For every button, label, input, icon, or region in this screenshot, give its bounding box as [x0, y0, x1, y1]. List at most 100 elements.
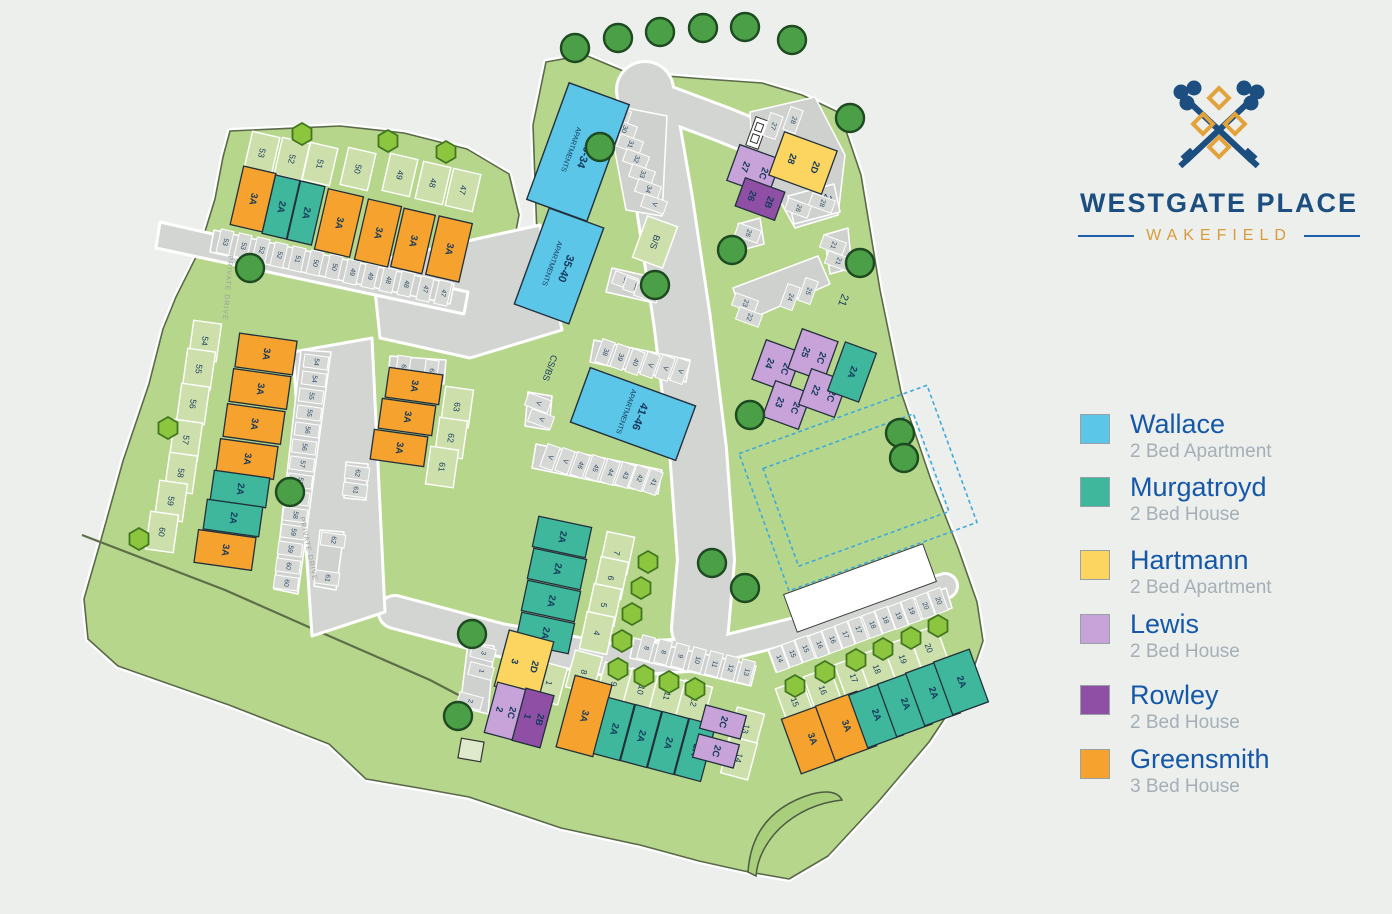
parking-bay-rect [779, 282, 801, 312]
house-plot: 3A [229, 165, 277, 233]
parking-bay-label: 2 [466, 698, 474, 704]
tree-icon [834, 102, 866, 134]
parking-bay-rect [302, 353, 330, 371]
garden-label: 9 [608, 680, 619, 687]
parking-bay-rect [887, 601, 909, 631]
house-type-label: 3A [371, 226, 384, 240]
house-rect [384, 366, 444, 406]
house-type-label: 2B [761, 195, 776, 210]
legend-item-desc: 2 Bed House [1130, 641, 1240, 663]
parking-bay: 18 [874, 605, 896, 635]
garden-label: 62 [445, 433, 456, 444]
parking-bay-rect [733, 222, 763, 244]
parking-bay-label: 14 [774, 654, 783, 664]
parking-bay-label: 55 [307, 392, 315, 401]
parking-bay: 51 [287, 245, 307, 273]
bush-icon [611, 628, 633, 654]
parking-bay: 57 [288, 455, 316, 473]
parking-bay-rect [669, 356, 691, 386]
house-type-label: 2A [954, 674, 969, 689]
parking-bay-label: 21 [833, 256, 842, 266]
house-type-label: 2A [555, 530, 568, 544]
house-type-label: 3A [577, 709, 591, 724]
house-number-label: 2 [493, 705, 505, 713]
garden-label: 49 [394, 169, 406, 181]
legend-swatch [1080, 685, 1110, 715]
parking-bay-label: 50 [311, 259, 320, 268]
garden-label: 50 [352, 163, 364, 175]
house-number-label: 25 [798, 345, 812, 359]
parking-bay-label: 47 [421, 285, 430, 294]
parking-bay: V [539, 442, 561, 472]
legend-swatch [1080, 550, 1110, 580]
parking-bay-rect [433, 279, 453, 307]
tree-icon [734, 399, 766, 431]
parking-bay-rect [319, 531, 347, 549]
parking-bay-label: 61 [351, 486, 359, 495]
house-type-label: 3A [839, 718, 854, 733]
parking-bay-label: V [650, 201, 658, 208]
garden-label: 18 [871, 663, 884, 676]
parking-bay-label: 42 [634, 473, 643, 483]
house-plot: 2A [619, 703, 663, 769]
house-type-label: 3A [442, 242, 455, 256]
house-rect [619, 703, 663, 769]
parking-bay-rect [396, 270, 416, 298]
parking-bay: 8 [636, 634, 656, 662]
house-type-label: 2A [234, 482, 247, 496]
bush-icon [621, 601, 643, 627]
house-type-label: 3A [805, 731, 820, 746]
bush-icon [872, 636, 894, 662]
house-rect [261, 174, 301, 240]
parking-bay: 40 [624, 347, 646, 377]
legend-item-desc: 2 Bed House [1130, 504, 1240, 526]
garden-cell [424, 445, 460, 489]
garden-cell [381, 152, 419, 198]
tree-icon [274, 476, 306, 508]
bush-icon [637, 549, 659, 575]
parking-bay: 52 [269, 241, 289, 269]
house-type-label: 2C [709, 744, 723, 759]
parking-bay-rect [594, 337, 616, 367]
garden-label: 52 [286, 153, 298, 165]
parking-bay-rect [614, 460, 636, 490]
tree-icon [234, 252, 266, 284]
house-plot: 3A [313, 187, 365, 259]
bush-icon [607, 656, 629, 682]
house-rect [698, 704, 748, 740]
house-plot: 2A [261, 174, 301, 240]
house-rect [520, 579, 582, 623]
garden-label: 5 [599, 602, 610, 609]
house-type-label: 2A [607, 722, 621, 737]
parking-bay-label: 28 [817, 198, 826, 208]
parking-bay-label: V [676, 368, 684, 375]
parking-bay-rect [642, 467, 664, 497]
parking-bay-label: 48 [402, 280, 411, 289]
legend-swatch [1080, 477, 1110, 507]
parking-bay: 41 [642, 467, 664, 497]
parking-bay: 59 [276, 540, 304, 558]
parking-bay: 19 [887, 601, 909, 631]
parking-bay-label: 15 [787, 649, 796, 659]
parking-bay-label: 56 [300, 443, 308, 452]
house-rect [369, 428, 429, 468]
parking-bay-rect [569, 450, 591, 480]
parking-bay-label: V [661, 365, 669, 372]
house-rect [592, 696, 636, 762]
house-type-label: 2A [845, 364, 860, 379]
house-type-label: 3A [246, 192, 259, 206]
garden-label: 63 [451, 402, 462, 413]
parking-bay: V [654, 353, 676, 383]
tree-icon [888, 442, 920, 474]
garden-label: 54 [199, 336, 210, 347]
house-type-label: 2A [898, 696, 913, 711]
house-number-label: 27 [738, 160, 752, 174]
house-rect [691, 733, 741, 769]
parking-bay-rect [782, 105, 804, 135]
legend-item-desc: 3 Bed House [1130, 776, 1240, 798]
bush-icon [845, 647, 867, 673]
